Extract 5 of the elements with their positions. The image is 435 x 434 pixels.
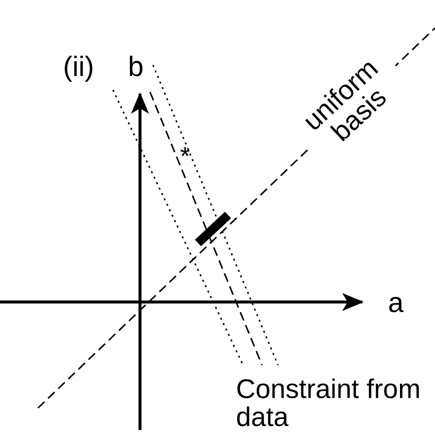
panel-label: (ii) [63, 52, 94, 82]
point-marker: * [180, 143, 190, 170]
axis-label: a [388, 288, 404, 318]
band-label: Constraint from data [236, 375, 422, 432]
axis-label: b [128, 52, 144, 82]
